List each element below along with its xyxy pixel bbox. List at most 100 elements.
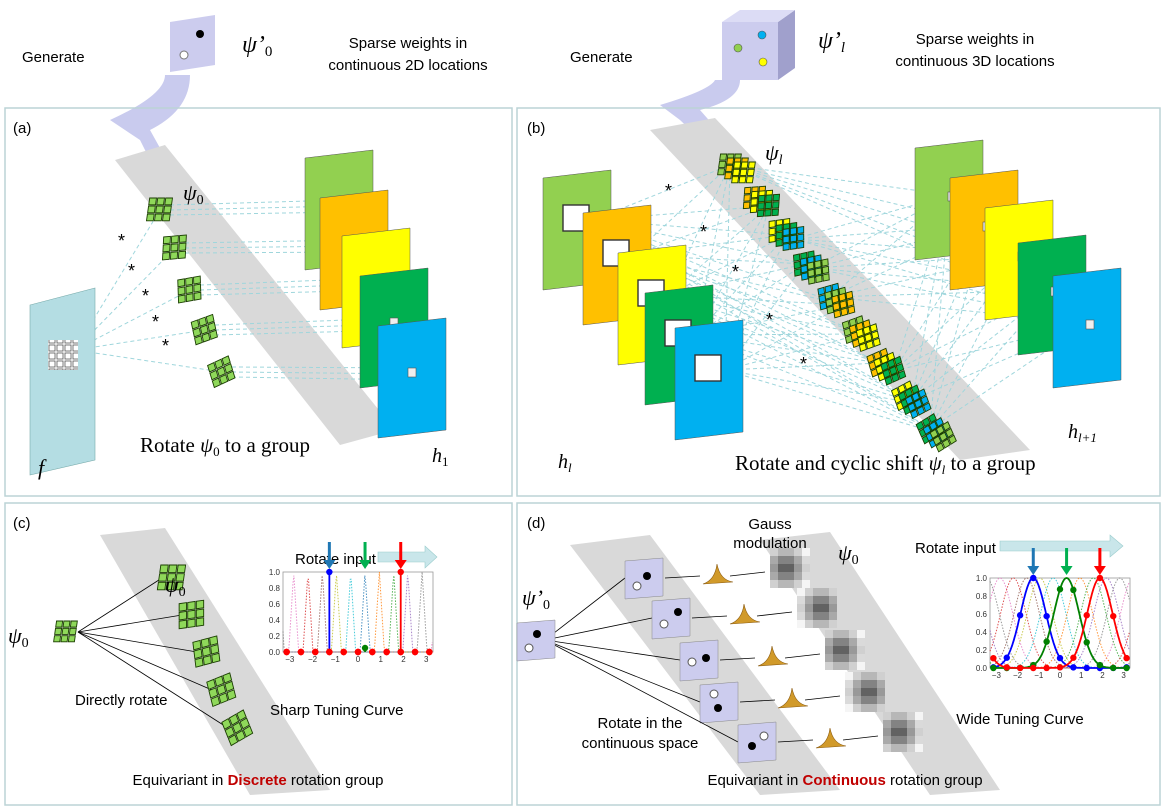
kernel-cell bbox=[161, 213, 171, 222]
y-tick-label: 0.8 bbox=[269, 584, 281, 593]
x-tick-label: −3 bbox=[285, 655, 295, 664]
modulated-kernel-pixel bbox=[907, 736, 915, 744]
kernel-cell bbox=[164, 197, 173, 206]
panel-b-rotated-kernels bbox=[717, 153, 957, 453]
kernel-cell bbox=[792, 253, 801, 262]
kernel-cell bbox=[163, 205, 172, 214]
generate-label-right: Generate bbox=[570, 49, 633, 66]
sample-point bbox=[1056, 664, 1064, 671]
modulated-kernel-pixel bbox=[794, 564, 802, 572]
white-weight-dot bbox=[709, 689, 719, 699]
kernel-cell bbox=[61, 627, 70, 635]
sample-point bbox=[1003, 654, 1010, 661]
modulated-kernel-pixel bbox=[825, 630, 833, 638]
kernel-cell bbox=[768, 220, 776, 229]
x-tick-label: 2 bbox=[1100, 671, 1105, 680]
kernel-cell bbox=[717, 168, 726, 176]
panel-c-label: (c) bbox=[13, 515, 31, 532]
kernel-cell bbox=[221, 355, 231, 366]
kernel-cell bbox=[170, 243, 179, 252]
white-weight-dot bbox=[687, 657, 697, 667]
kernel-cell bbox=[746, 168, 755, 176]
rotation-arrow-line bbox=[544, 639, 681, 661]
kernel-3x3 bbox=[178, 599, 205, 630]
kernel-cell bbox=[797, 226, 805, 235]
kernel-cell bbox=[162, 235, 171, 245]
kernel-cell bbox=[768, 234, 776, 243]
sample-point bbox=[1016, 612, 1024, 619]
dashed-connection bbox=[829, 296, 1089, 324]
modulated-kernel-pixel bbox=[825, 654, 833, 662]
modulated-kernel-pixel bbox=[802, 564, 810, 572]
dashed-connection bbox=[929, 322, 1089, 430]
rotate-input-arrow-head bbox=[1060, 566, 1073, 575]
panel-b-conv-symbols: ***** bbox=[665, 181, 807, 374]
kernel-cell bbox=[185, 284, 194, 295]
kernel-cell bbox=[53, 635, 62, 643]
kernel-cell bbox=[941, 438, 951, 449]
kernel-3x3 bbox=[855, 323, 881, 353]
continuous-kernel bbox=[679, 639, 719, 682]
panel-c-psi0-left: ψ0 bbox=[8, 623, 29, 651]
dashed-connection bbox=[893, 322, 1089, 372]
peak-point bbox=[397, 568, 404, 576]
modulation-arrow bbox=[804, 695, 841, 701]
kernel-cell bbox=[794, 268, 802, 277]
panel-b-output-planes bbox=[914, 139, 1122, 389]
black-weight-dot bbox=[643, 572, 651, 580]
modulated-kernel-pixel bbox=[849, 638, 857, 646]
sample-point bbox=[1110, 664, 1117, 672]
modulated-kernel-pixel bbox=[794, 580, 802, 588]
sample-point bbox=[1096, 574, 1104, 582]
modulated-kernel-pixel bbox=[899, 728, 907, 736]
modulated-kernel-pixel bbox=[853, 680, 861, 688]
kernel-cell bbox=[224, 726, 235, 739]
modulated-kernel-pixel bbox=[778, 572, 786, 580]
y-tick-label: 0.0 bbox=[269, 648, 281, 657]
sample-point bbox=[283, 648, 290, 656]
x-tick-label: 2 bbox=[401, 655, 406, 664]
kernel-3x3 bbox=[880, 355, 907, 386]
psil-prime-top: ψ’l bbox=[818, 28, 845, 56]
generate-arrow-left bbox=[110, 75, 190, 180]
modulated-kernel-pixel bbox=[869, 680, 877, 688]
dashed-connection bbox=[74, 349, 223, 373]
modulated-kernel-pixel bbox=[770, 556, 778, 564]
modulated-kernel-pixel bbox=[802, 556, 810, 564]
modulated-kernel-pixel bbox=[825, 638, 833, 646]
kernel-cell bbox=[162, 243, 171, 253]
kernel-cell bbox=[913, 398, 923, 409]
modulated-kernel-pixel bbox=[915, 728, 923, 736]
kernel-cell bbox=[847, 305, 856, 315]
kernel-cell bbox=[910, 409, 919, 420]
modulated-kernel-pixel bbox=[845, 688, 853, 696]
modulated-kernel-pixel bbox=[805, 620, 813, 628]
kernel-cell bbox=[869, 323, 878, 333]
kernel-cell bbox=[733, 161, 742, 169]
modulated-kernel-pixel bbox=[825, 662, 833, 670]
kernel-cell bbox=[193, 291, 202, 301]
kernel-cell bbox=[62, 620, 71, 628]
kernel-3x3 bbox=[53, 620, 78, 643]
modulated-kernel-pixel bbox=[899, 744, 907, 752]
modulated-kernel-pixel bbox=[770, 572, 778, 580]
panel-d-footer: Equivariant in Continuous rotation group bbox=[707, 772, 982, 789]
modulated-kernel-pixel bbox=[833, 638, 841, 646]
kernel-cell bbox=[719, 153, 728, 161]
panel-a-conv-symbols: ***** bbox=[118, 231, 169, 356]
modulated-kernel-pixel bbox=[802, 548, 810, 556]
kernel-cell bbox=[207, 321, 217, 332]
modulated-kernel-pixel bbox=[891, 744, 899, 752]
modulated-kernel-pixel bbox=[853, 704, 861, 712]
kernel-cell bbox=[764, 201, 773, 210]
y-tick-label: 0.6 bbox=[269, 600, 281, 609]
panel-c-rotate-arrow bbox=[377, 545, 438, 569]
kernel-cell bbox=[775, 224, 783, 233]
panel-c-rotation-arrows bbox=[77, 577, 229, 729]
sample-point bbox=[397, 648, 404, 656]
kernel-cell bbox=[747, 161, 756, 169]
kernel-cell bbox=[824, 290, 833, 300]
sample-point bbox=[1070, 654, 1077, 661]
modulated-kernel-pixel bbox=[821, 596, 829, 604]
